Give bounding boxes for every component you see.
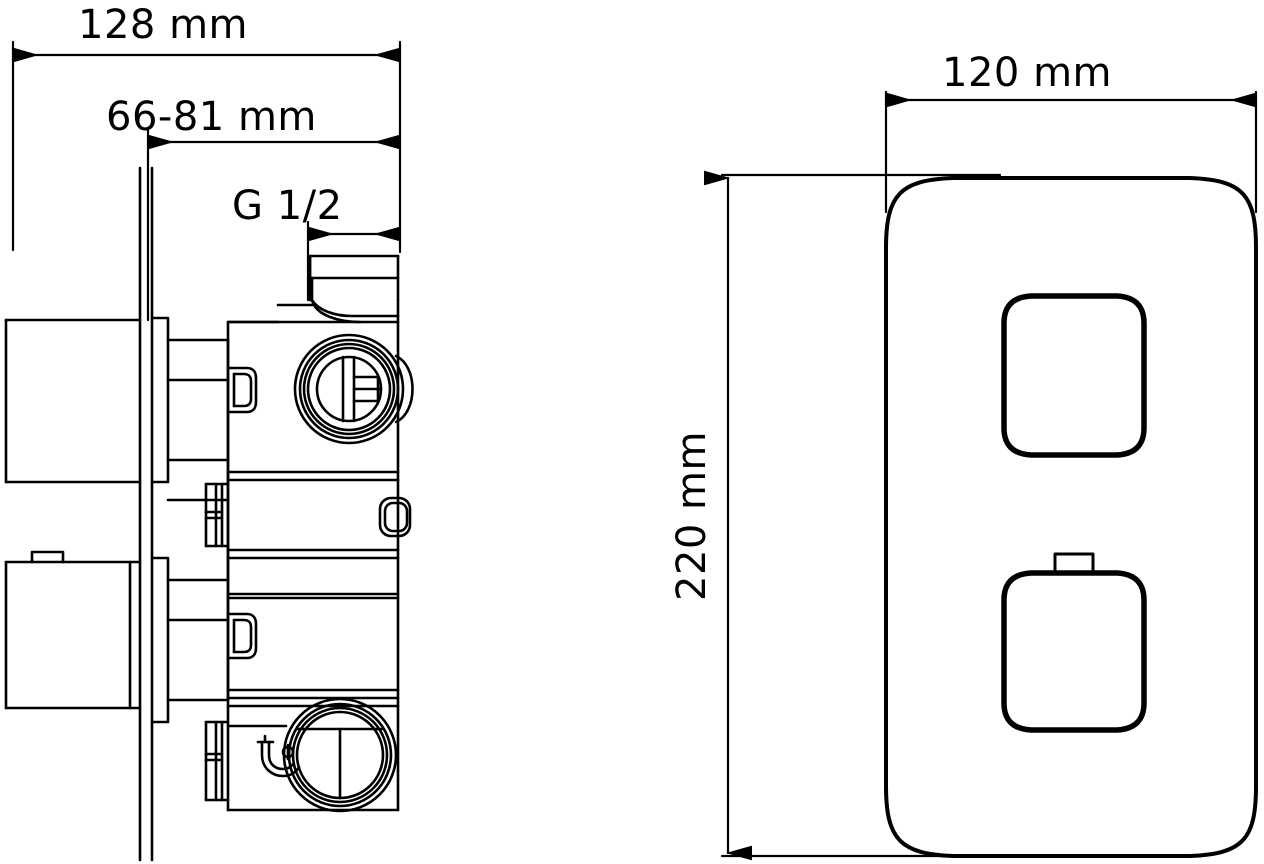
dimension-label-g12: G 1/2 xyxy=(232,183,343,229)
valve-body-main xyxy=(166,298,400,812)
upper-cartridge-spindle-arc xyxy=(394,354,414,424)
lower-control-handle xyxy=(1001,570,1147,733)
mid-upper-side-lug xyxy=(204,482,230,548)
lower-control-handle-tab xyxy=(1053,552,1095,576)
flange-collar-lower xyxy=(150,556,170,724)
witness-lines-120 xyxy=(884,90,1258,214)
top-inlet-spout-g12 xyxy=(226,254,400,324)
face-plate-outline xyxy=(884,176,1258,858)
dimension-label-128: 128 mm xyxy=(78,2,248,48)
lower-left-outlet-port xyxy=(4,550,142,710)
lower-cartridge-circles xyxy=(282,697,398,813)
side-section-view xyxy=(4,40,414,862)
dimension-label-220: 220 mm xyxy=(669,431,715,601)
witness-lines-220 xyxy=(720,173,1002,858)
flange-collar-upper xyxy=(150,316,170,484)
front-face-plate-view xyxy=(703,90,1258,861)
upper-side-lug xyxy=(226,366,258,414)
upper-control-handle xyxy=(1001,293,1147,458)
lower-mid-side-lug xyxy=(226,612,258,660)
upper-cartridge-circles xyxy=(293,333,405,445)
wall-flange-plate xyxy=(138,166,154,862)
upper-left-inlet-port xyxy=(4,318,142,484)
dimension-label-66-81: 66-81 mm xyxy=(106,94,317,140)
mid-rounded-slot xyxy=(378,496,412,538)
valve-body-bands xyxy=(226,470,400,708)
bottom-side-lug xyxy=(204,720,230,802)
dimension-label-120: 120 mm xyxy=(942,50,1112,96)
retaining-clip-icon xyxy=(256,734,301,778)
